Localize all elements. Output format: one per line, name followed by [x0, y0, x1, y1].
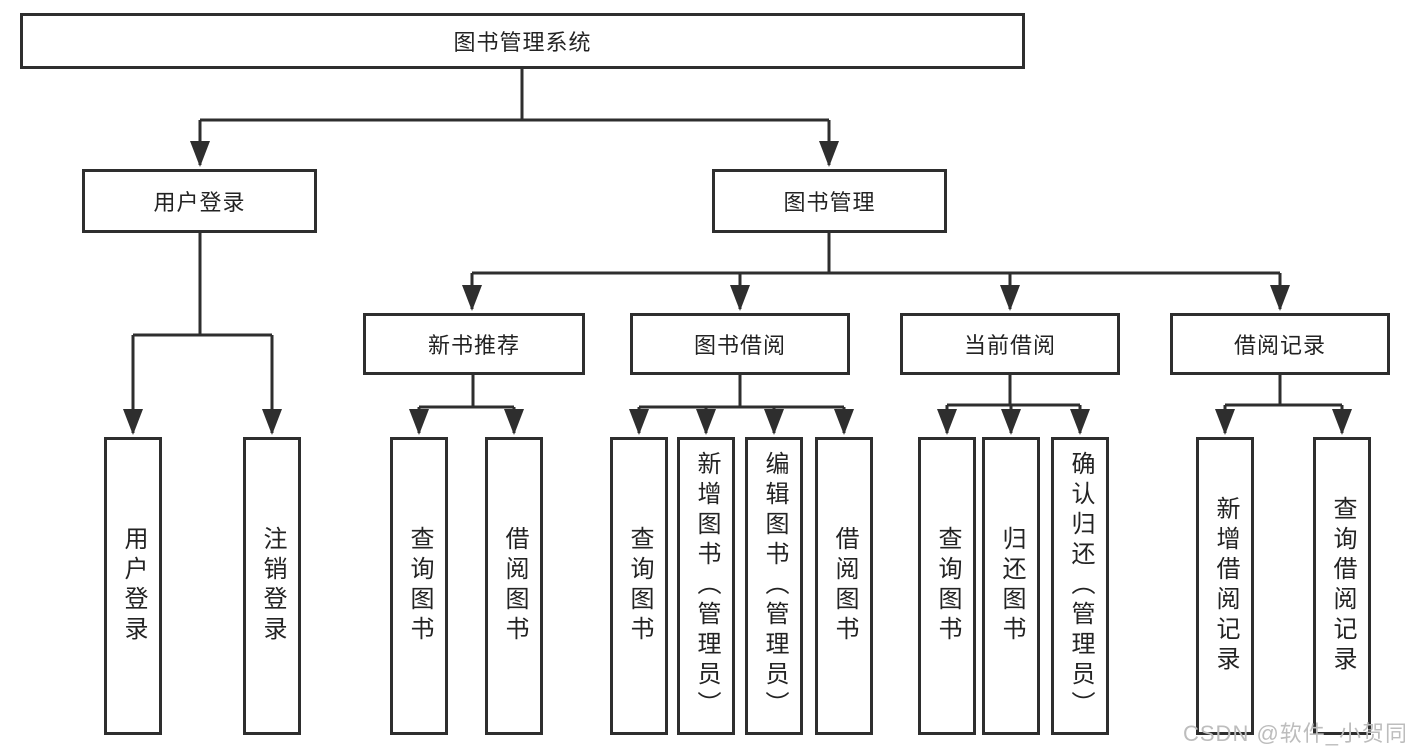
connector-records-to-leaves	[1223, 375, 1344, 433]
arrow-icon	[462, 285, 482, 311]
leaf-logout: 注销登录	[243, 437, 301, 735]
node-current-borrow: 当前借阅	[900, 313, 1120, 375]
leaf-query-books-borrow: 查询图书	[610, 437, 668, 735]
connector-root-to-level2	[198, 69, 831, 165]
arrow-icon	[834, 409, 854, 435]
arrow-icon	[1000, 285, 1020, 311]
arrow-icon	[504, 409, 524, 435]
arrow-icon	[764, 409, 784, 435]
leaf-confirm-return-admin: 确认归还（管理员）	[1051, 437, 1109, 735]
arrow-icon	[1332, 409, 1352, 435]
arrow-icon	[1215, 409, 1235, 435]
arrow-icon	[629, 409, 649, 435]
arrow-icon	[1070, 409, 1090, 435]
node-book-borrow: 图书借阅	[630, 313, 850, 375]
connector-newrec-to-leaves	[417, 375, 516, 433]
leaf-query-books-recommend: 查询图书	[390, 437, 448, 735]
leaf-user-login: 用户登录	[104, 437, 162, 735]
arrow-icon	[937, 409, 957, 435]
connector-mgmt-to-level3	[470, 233, 1282, 309]
leaf-borrow-books: 借阅图书	[815, 437, 873, 735]
arrow-icon	[696, 409, 716, 435]
arrowheads	[123, 141, 1352, 435]
leaf-edit-book-admin: 编辑图书（管理员）	[745, 437, 803, 735]
node-new-book-recommend: 新书推荐	[363, 313, 585, 375]
leaf-query-books-current: 查询图书	[918, 437, 976, 735]
arrow-icon	[730, 285, 750, 311]
node-root: 图书管理系统	[20, 13, 1025, 69]
connector-borrow-to-leaves	[637, 375, 846, 433]
arrow-icon	[819, 141, 839, 167]
arrow-icon	[123, 409, 143, 435]
arrow-icon	[190, 141, 210, 167]
leaf-return-books: 归还图书	[982, 437, 1040, 735]
node-user-login: 用户登录	[82, 169, 317, 233]
arrow-icon	[1270, 285, 1290, 311]
leaf-borrow-books-recommend: 借阅图书	[485, 437, 543, 735]
connector-login-to-leaves	[131, 233, 274, 433]
arrow-icon	[1001, 409, 1021, 435]
leaf-add-borrow-record: 新增借阅记录	[1196, 437, 1254, 735]
leaf-add-book-admin: 新增图书（管理员）	[677, 437, 735, 735]
arrow-icon	[262, 409, 282, 435]
node-borrow-records: 借阅记录	[1170, 313, 1390, 375]
arrow-icon	[409, 409, 429, 435]
leaf-query-borrow-record: 查询借阅记录	[1313, 437, 1371, 735]
csdn-watermark: CSDN @软件_小贺同学	[1183, 721, 1405, 746]
node-book-management: 图书管理	[712, 169, 947, 233]
